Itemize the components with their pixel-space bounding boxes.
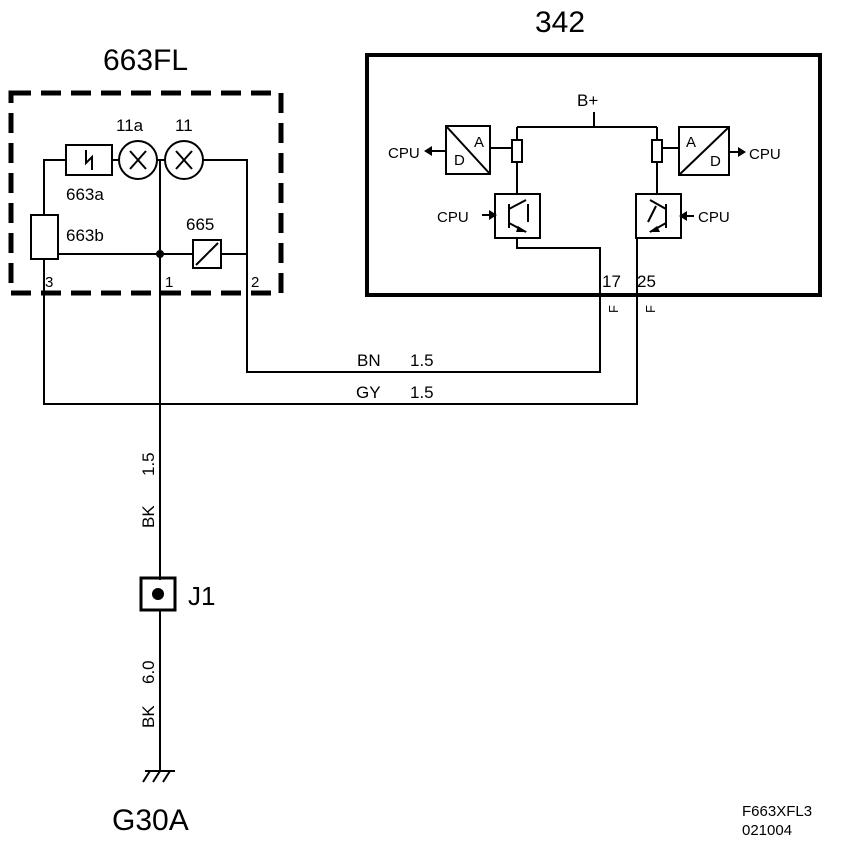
cpu-label-left-bottom: CPU	[437, 209, 469, 226]
bulb-11-label: 11	[175, 116, 193, 135]
wire-black-lower-size: 6.0	[139, 660, 158, 684]
wire-black-upper-size: 1.5	[139, 452, 158, 476]
resistor-663b-label: 663b	[66, 226, 104, 245]
switch-663a-label: 663a	[66, 185, 104, 204]
svg-text:A: A	[474, 134, 484, 151]
ground-label: G30A	[112, 804, 189, 837]
bulb-11a-label: 11a	[116, 116, 144, 135]
bulb-11a	[118, 140, 158, 180]
internal-trace-17	[516, 238, 601, 293]
wire-gray	[43, 290, 638, 405]
cpu-label-right-top: CPU	[749, 146, 781, 163]
pin-1-label: 1	[165, 274, 173, 291]
transistor-right	[635, 193, 682, 239]
wire-brown-size: 1.5	[410, 351, 434, 370]
pin-17-code: F	[606, 305, 621, 313]
ecu-supply-label: B+	[577, 91, 598, 110]
splice-box	[139, 576, 177, 612]
svg-text:A: A	[686, 134, 696, 151]
pullup-resistor-left	[511, 139, 523, 163]
pin-2-label: 2	[251, 274, 259, 291]
wire-black-upper-color: BK	[139, 505, 158, 528]
diode-665-label: 665	[186, 215, 214, 234]
date-code: 021004	[742, 822, 792, 839]
wire-gray-color: GY	[356, 383, 381, 402]
arrow-right-icon	[489, 210, 497, 220]
pullup-resistor-right	[651, 139, 663, 163]
arrow-left-icon	[424, 146, 432, 156]
svg-text:D: D	[454, 152, 465, 169]
ecu-box	[365, 53, 822, 297]
arrow-right-icon	[738, 147, 746, 157]
lamp-unit-id-label: 663FL	[103, 44, 188, 77]
wire-brown	[246, 290, 601, 373]
pin-3-label: 3	[45, 274, 53, 291]
adc-left: A D	[445, 125, 491, 175]
cpu-label-left-top: CPU	[388, 145, 420, 162]
switch-symbol-icon	[85, 150, 93, 170]
adc-right: A D	[678, 126, 730, 176]
cpu-label-right-bottom: CPU	[698, 209, 730, 226]
ground-icon	[142, 770, 175, 783]
wire-brown-color: BN	[357, 351, 381, 370]
wire-black-lower-color: BK	[139, 705, 158, 728]
arrow-left-icon	[679, 211, 687, 221]
svg-text:D: D	[710, 153, 721, 170]
splice-dot	[152, 588, 164, 600]
lamp-unit-box	[8, 90, 284, 296]
transistor-left	[494, 193, 541, 239]
pin-25-label: 25	[637, 272, 656, 291]
bulb-11	[164, 140, 204, 180]
wire-gray-size: 1.5	[410, 383, 434, 402]
pin-17-label: 17	[602, 272, 621, 291]
resistor-663b	[30, 214, 59, 260]
drawing-id: F663XFL3	[742, 803, 812, 820]
splice-label: J1	[188, 581, 215, 611]
ecu-id-label: 342	[535, 6, 585, 39]
pin-25-code: F	[643, 305, 658, 313]
